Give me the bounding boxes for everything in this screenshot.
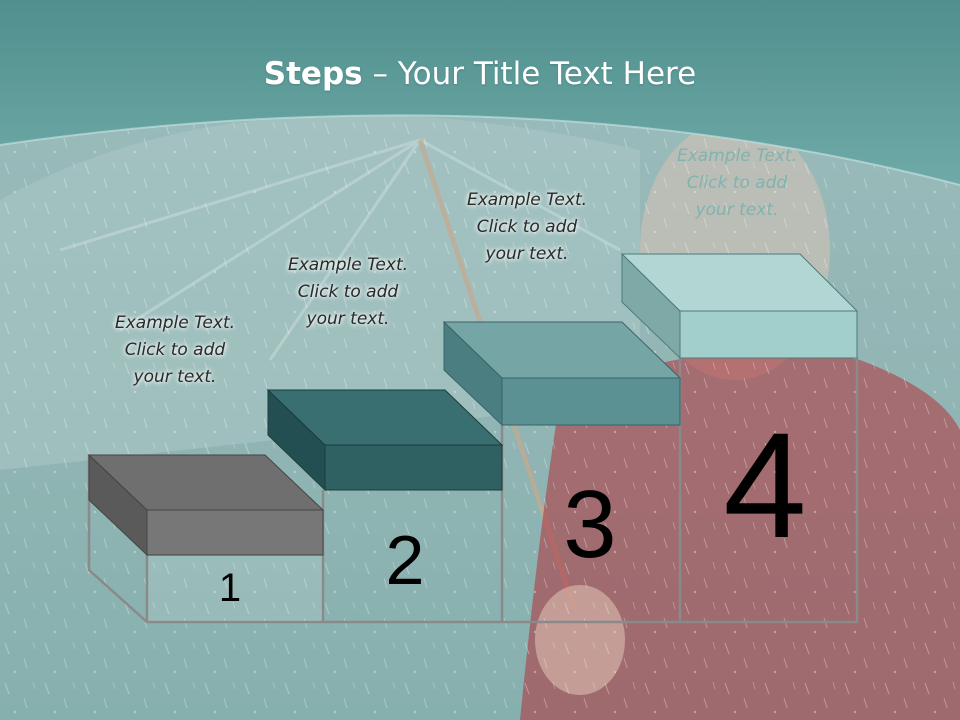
step-2-number: 2 [385, 521, 425, 599]
title-rest: – Your Title Text Here [362, 56, 697, 92]
step-4-text[interactable]: Example Text. Click to add your text. [676, 146, 798, 220]
slide-title[interactable]: Steps – Your Title Text Here [0, 56, 960, 92]
step-3-number: 3 [563, 471, 617, 578]
step-3-text[interactable]: Example Text. Click to add your text. [466, 190, 588, 264]
step-1-text[interactable]: Example Text. Click to add your text. [114, 313, 236, 387]
step-1-block[interactable] [87, 453, 325, 557]
step-4-block[interactable] [620, 252, 859, 360]
step-3-block[interactable] [442, 320, 682, 427]
step-4-number: 4 [723, 401, 807, 569]
step-2-text[interactable]: Example Text. Click to add your text. [287, 255, 409, 329]
step-1-number: 1 [218, 566, 242, 610]
step-2-block[interactable] [266, 388, 504, 492]
title-bold: Steps [263, 56, 363, 92]
